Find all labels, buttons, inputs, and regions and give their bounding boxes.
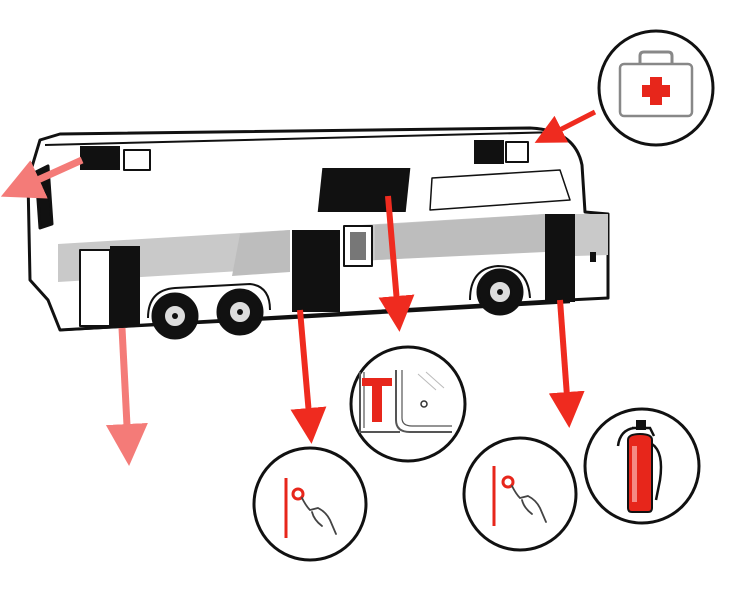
bus-roof-hatch-middle — [317, 168, 411, 212]
bus-wheel-front-2 — [216, 288, 264, 336]
arrow-front-door — [105, 327, 148, 466]
bus-roof-hatch-rear — [474, 140, 504, 164]
arrow-emergency-window — [378, 195, 415, 332]
bus-roof-hatch-front — [80, 146, 120, 170]
bus-front-door — [110, 246, 140, 326]
arrow-front-roof-hatch — [0, 156, 84, 199]
bus — [26, 126, 610, 340]
bus-wheel-front-1 — [151, 292, 199, 340]
arrow-middle-door-button — [290, 309, 327, 444]
emergency-door-button-icon — [252, 446, 368, 562]
bus-lower-stripe — [232, 214, 545, 276]
arrow-rear-door-button — [548, 299, 585, 428]
emergency-door-button-rear-icon — [462, 436, 578, 552]
bus-rear-door — [545, 214, 575, 302]
bus-roof-line — [44, 131, 561, 146]
arrows — [0, 109, 597, 466]
emergency-hammer-window-icon — [349, 345, 467, 463]
first-aid-kit-icon — [597, 29, 715, 147]
bus-wheel-rear — [476, 268, 524, 316]
fire-extinguisher-icon — [583, 407, 701, 525]
bus-middle-door — [292, 230, 340, 312]
arrow-first-aid — [534, 109, 597, 143]
